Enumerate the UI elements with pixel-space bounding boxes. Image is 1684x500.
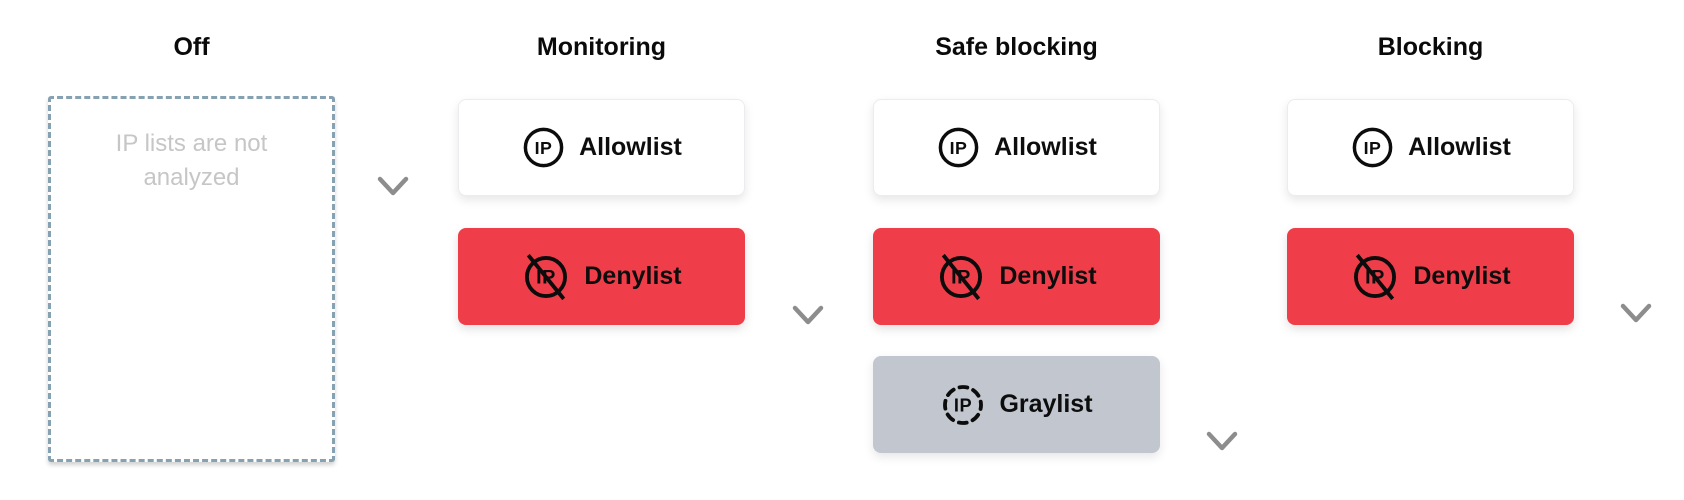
column-blocking: Blocking IP Allowlist IP Denylist: [1287, 0, 1574, 500]
ip-circle-icon: IP: [936, 125, 981, 170]
column-safe-blocking: Safe blocking IP Allowlist IP Denylist: [873, 0, 1160, 500]
flow-arrow-monitoring-to-safe-blocking: [790, 93, 826, 331]
column-title-safe-blocking: Safe blocking: [935, 33, 1098, 61]
ip-slashed-circle-icon: IP: [1350, 252, 1400, 302]
ip-dashed-circle-icon: IP: [940, 382, 986, 428]
column-title-monitoring: Monitoring: [536, 33, 667, 61]
svg-text:IP: IP: [950, 138, 968, 158]
denylist-card: IP Denylist: [1287, 228, 1574, 325]
ip-circle-icon: IP: [1350, 125, 1395, 170]
card-label: Graylist: [999, 390, 1093, 418]
flow-arrow-off-to-monitoring: [375, 93, 411, 202]
denylist-card: IP Denylist: [873, 228, 1160, 325]
column-off: Off IP lists are not analyzed: [48, 0, 335, 500]
allowlist-card: IP Allowlist: [1287, 99, 1574, 196]
card-label: Denylist: [1413, 262, 1511, 290]
denylist-card: IP Denylist: [458, 228, 745, 325]
column-title-off: Off: [173, 33, 210, 61]
card-label: Allowlist: [579, 133, 682, 161]
allowlist-card: IP Allowlist: [873, 99, 1160, 196]
card-label: Allowlist: [994, 133, 1097, 161]
column-title-blocking: Blocking: [1377, 33, 1484, 61]
card-label: Denylist: [584, 262, 682, 290]
down-arrow-icon: [377, 93, 409, 196]
down-arrow-icon: [1620, 93, 1652, 323]
off-placeholder-box: IP lists are not analyzed: [48, 96, 335, 462]
card-label: Denylist: [999, 262, 1097, 290]
svg-text:IP: IP: [535, 138, 553, 158]
down-arrow-icon: [792, 93, 824, 325]
flow-arrow-safe-blocking-to-blocking: [1204, 93, 1240, 457]
ip-slashed-circle-icon: IP: [936, 252, 986, 302]
ip-circle-icon: IP: [521, 125, 566, 170]
allowlist-card: IP Allowlist: [458, 99, 745, 196]
ip-slashed-circle-icon: IP: [521, 252, 571, 302]
flow-arrow-after-blocking: [1618, 93, 1654, 329]
column-monitoring: Monitoring IP Allowlist IP Denylist: [458, 0, 745, 500]
down-arrow-icon: [1206, 93, 1238, 451]
card-label: Allowlist: [1408, 133, 1511, 161]
svg-text:IP: IP: [954, 395, 972, 415]
svg-text:IP: IP: [1364, 138, 1382, 158]
graylist-card: IP Graylist: [873, 356, 1160, 453]
off-placeholder-note: IP lists are not analyzed: [115, 130, 268, 191]
